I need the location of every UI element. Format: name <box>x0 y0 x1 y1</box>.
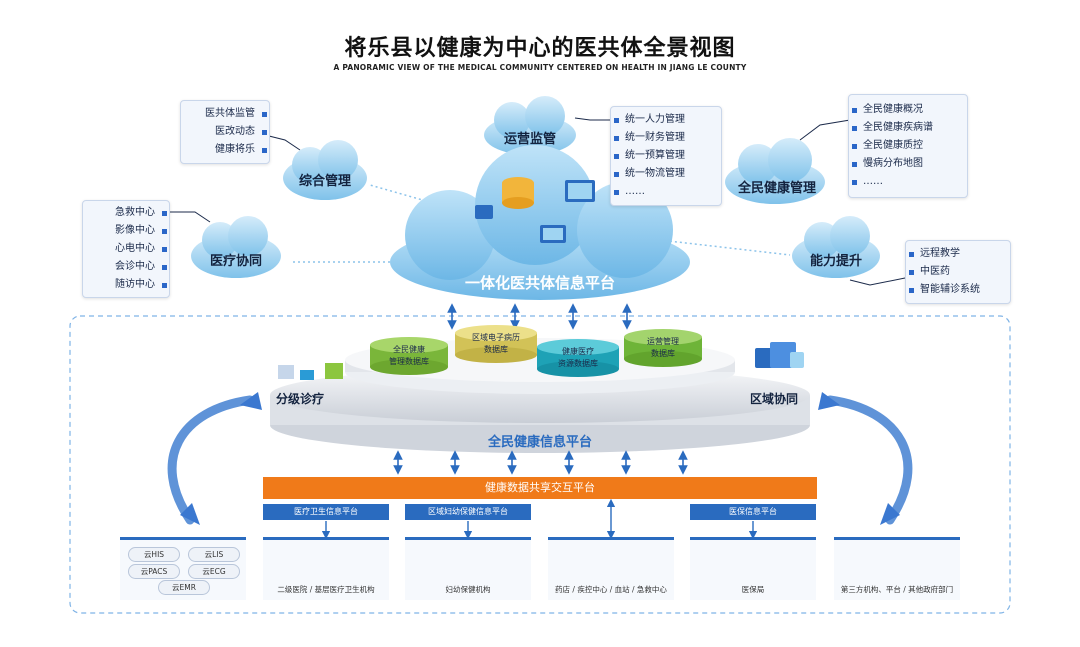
quanmin-item: …… <box>849 173 967 191</box>
sub-platform-insurance: 医保信息平台 <box>690 504 816 520</box>
nengli-item: 中医药 <box>906 263 1010 281</box>
cloud-quanmin <box>725 138 825 204</box>
db-label-line: 健康医疗 <box>562 347 594 356</box>
quanmin-item: 全民健康质控 <box>849 137 967 155</box>
sub-platform-medical: 医疗卫生信息平台 <box>263 504 389 520</box>
db-label-health: 全民健康 管理数据库 <box>370 344 448 368</box>
quanmin-item: 全民健康疾病谱 <box>849 119 967 137</box>
yiliao-info-box: 急救中心 影像中心 心电中心 会诊中心 随访中心 <box>82 200 170 298</box>
zonghe-label: 综合管理 <box>298 174 351 189</box>
server-illustration <box>475 177 595 243</box>
lower-arrows <box>393 450 688 475</box>
cloud-app-pill: 云ECG <box>188 564 240 579</box>
info-connectors <box>170 117 906 286</box>
bottom-box-thirdparty <box>834 537 960 600</box>
nengli-item: 远程教学 <box>906 245 1010 263</box>
cloud-app-pill: 云PACS <box>128 564 180 579</box>
bottom-box-insurance <box>690 537 816 600</box>
db-label-line: 数据库 <box>484 345 508 354</box>
db-label-line: 运营管理 <box>647 337 679 346</box>
cloud-yiliao <box>191 216 281 278</box>
cloud-app-pill: 云LIS <box>188 547 240 562</box>
cloud-nengli <box>792 216 880 278</box>
yunying-item: …… <box>611 183 721 201</box>
nengli-item: 智能辅诊系统 <box>906 281 1010 299</box>
page-subtitle: A PANORAMIC VIEW OF THE MEDICAL COMMUNIT… <box>333 63 747 72</box>
nengli-label: 能力提升 <box>809 254 862 269</box>
dashed-frame <box>69 315 1011 614</box>
yunying-item: 统一财务管理 <box>611 129 721 147</box>
yunying-label: 运营监管 <box>503 132 556 147</box>
nengli-info-box: 远程教学 中医药 智能辅诊系统 <box>905 240 1011 304</box>
sub-platform-maternal: 区域妇幼保健信息平台 <box>405 504 531 520</box>
sub-arrows <box>321 498 758 540</box>
quanmin-item: 全民健康概况 <box>849 101 967 119</box>
bottom-box-maternal <box>405 537 531 600</box>
fenji-illustration <box>278 363 343 380</box>
zonghe-item: 健康将乐 <box>181 141 269 159</box>
bottom-label-insurance: 医保局 <box>741 585 765 594</box>
quyu-illustration <box>755 342 804 368</box>
cloud-app-pill: 云EMR <box>158 580 210 595</box>
bottom-label-thirdparty: 第三方机构、平台 / 其他政府部门 <box>840 585 954 594</box>
yiliao-item: 会诊中心 <box>83 258 169 276</box>
yunying-info-box: 统一人力管理 统一财务管理 统一预算管理 统一物流管理 …… <box>610 106 722 206</box>
db-label-emr: 区域电子病历 数据库 <box>455 332 537 356</box>
db-label-line: 全民健康 <box>393 345 425 354</box>
cloud-yunying <box>484 96 576 155</box>
bottom-label-pharmacy: 药店 / 疾控中心 / 血站 / 急救中心 <box>555 585 667 594</box>
quanmin-label: 全民健康管理 <box>737 181 816 196</box>
db-label-line: 区域电子病历 <box>472 333 520 342</box>
yunying-item: 统一物流管理 <box>611 165 721 183</box>
fenji-label: 分级诊疗 <box>276 392 325 406</box>
central-platform-label: 一体化医共体信息平台 <box>464 274 615 292</box>
yiliao-item: 影像中心 <box>83 222 169 240</box>
quyu-label: 区域协同 <box>750 392 799 406</box>
bottom-box-hospitals <box>263 537 389 600</box>
page-title: 将乐县以健康为中心的医共体全景视图 <box>344 36 736 61</box>
yiliao-item: 随访中心 <box>83 276 169 294</box>
db-label-line: 管理数据库 <box>389 357 429 366</box>
exchange-bar-bg <box>263 477 817 499</box>
left-curved-arrow <box>167 395 255 525</box>
yiliao-item: 心电中心 <box>83 240 169 258</box>
yiliao-item: 急救中心 <box>83 204 169 222</box>
yiliao-label: 医疗协同 <box>209 254 262 269</box>
zonghe-info-box: 医共体监管 医改动态 健康将乐 <box>180 100 270 164</box>
db-label-ops: 运营管理 数据库 <box>624 336 702 360</box>
cloud-zonghe <box>283 140 367 200</box>
quanmin-info-box: 全民健康概况 全民健康疾病谱 全民健康质控 慢病分布地图 …… <box>848 94 968 198</box>
db-label-resource: 健康医疗 资源数据库 <box>537 346 619 370</box>
health-platform-label: 全民健康信息平台 <box>487 435 592 450</box>
zonghe-item: 医改动态 <box>181 123 269 141</box>
upper-arrows <box>447 303 632 330</box>
db-label-line: 资源数据库 <box>558 359 598 368</box>
bottom-label-maternal: 妇幼保健机构 <box>445 585 491 594</box>
cloud-app-pill: 云HIS <box>128 547 180 562</box>
bottom-box-pharmacy <box>548 537 674 600</box>
yunying-item: 统一预算管理 <box>611 147 721 165</box>
exchange-platform-label: 健康数据共享交互平台 <box>485 481 595 494</box>
bottom-label-hospitals: 二级医院 / 基层医疗卫生机构 <box>277 585 375 594</box>
db-label-line: 数据库 <box>651 349 675 358</box>
yunying-item: 统一人力管理 <box>611 111 721 129</box>
db-cylinders <box>370 325 702 377</box>
zonghe-item: 医共体监管 <box>181 105 269 123</box>
quanmin-item: 慢病分布地图 <box>849 155 967 173</box>
right-curved-arrow <box>825 395 913 525</box>
